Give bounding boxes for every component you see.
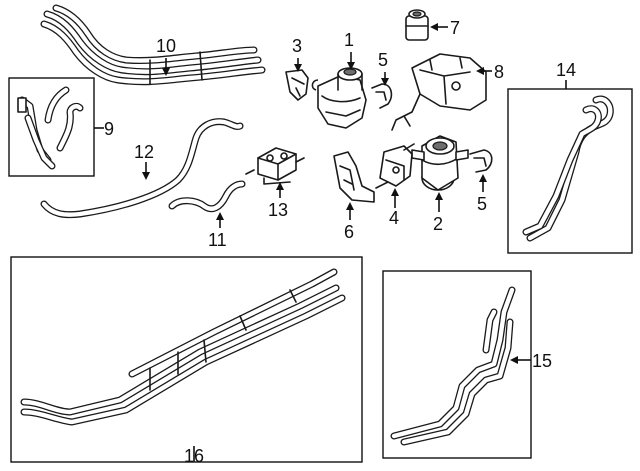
callout-2: 2 (433, 214, 443, 234)
frame-part-14 (507, 88, 633, 254)
callout-12: 12 (134, 142, 154, 162)
part-8-bracket (391, 53, 487, 131)
part-7-sensor (405, 9, 429, 41)
callout-13: 13 (268, 200, 288, 220)
callout-7: 7 (450, 18, 460, 38)
part-14-hose (522, 95, 614, 242)
part-5-clip-upper (371, 83, 393, 109)
part-12-long-hose (40, 118, 244, 219)
callout-1: 1 (344, 30, 354, 50)
callout-11: 11 (208, 230, 227, 250)
callout-16: 16 (184, 446, 204, 466)
callout-5-lower: 5 (477, 194, 487, 214)
callout-10: 10 (156, 36, 176, 56)
part-11-short-hose (168, 180, 246, 213)
callout-6: 6 (344, 222, 354, 242)
part-13-valve (245, 147, 305, 185)
callout-5-upper: 5 (378, 50, 388, 70)
callout-9: 9 (104, 119, 114, 139)
part-16-pipe-set (20, 268, 346, 426)
callout-14: 14 (556, 60, 576, 80)
callout-8: 8 (494, 62, 504, 82)
part-5-clip-lower (469, 149, 493, 173)
callout-4: 4 (389, 208, 399, 228)
frame-part-15 (382, 270, 532, 459)
callout-3: 3 (292, 36, 302, 56)
leader-lines (94, 23, 567, 462)
part-15-pipe (390, 286, 516, 446)
part-1-pump (311, 67, 367, 129)
part-10-pipe-bundle (40, 4, 266, 86)
part-2-pump (411, 135, 469, 191)
frame-part-16 (10, 256, 363, 463)
frame-part-9 (8, 77, 95, 177)
part-4-bracket (375, 143, 415, 189)
part-3-bracket (285, 69, 309, 101)
callout-15: 15 (532, 351, 552, 371)
part-9-hose-set (17, 86, 84, 170)
part-6-bracket (333, 151, 375, 203)
